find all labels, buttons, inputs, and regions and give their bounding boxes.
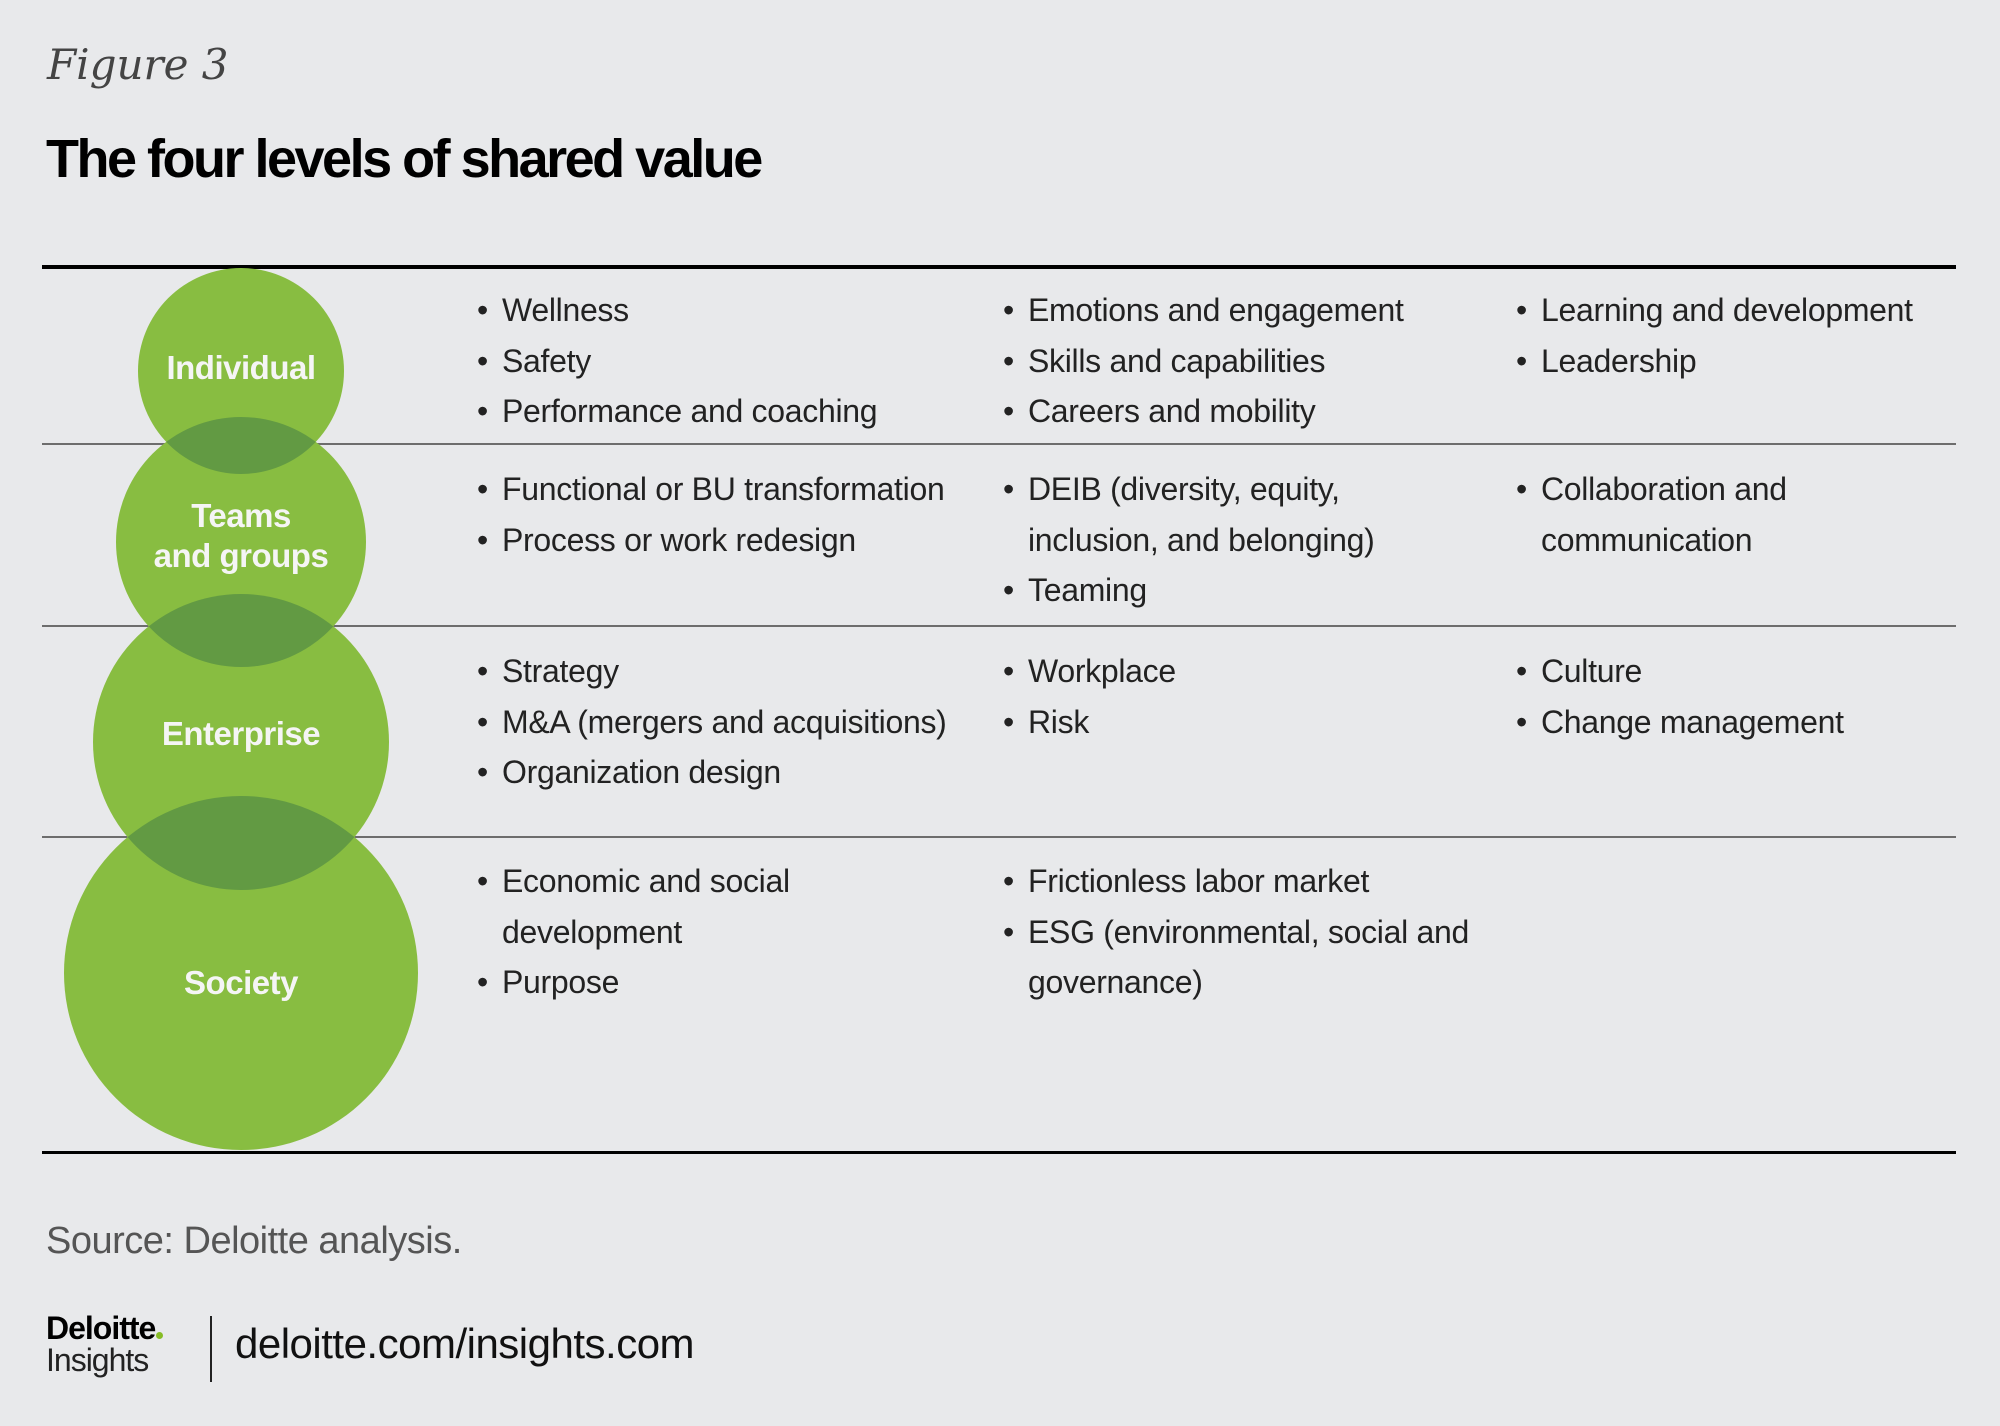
level-2-column-1: WorkplaceRisk (1003, 646, 1474, 748)
list-item: Skills and capabilities (1003, 336, 1474, 387)
footer-url[interactable]: deloitte.com/insights.com (235, 1320, 695, 1367)
level-1-column-2: Collaboration and communication (1516, 464, 1937, 565)
level-2-column-0: StrategyM&A (mergers and acquisitions)Or… (477, 646, 948, 798)
list-item: Functional or BU transformation (477, 464, 948, 515)
list-item: Purpose (477, 957, 948, 1008)
insights-logo-text: Insights (46, 1342, 149, 1378)
list-item: Workplace (1003, 646, 1474, 697)
list-item: Culture (1516, 646, 1937, 697)
list-item: Leadership (1516, 336, 1937, 387)
row-divider (42, 443, 1956, 445)
page-title: The four levels of shared value (46, 129, 763, 189)
row-divider (42, 625, 1956, 627)
circle-society (64, 796, 418, 1150)
level-3-column-1: Frictionless labor marketESG (environmen… (1003, 856, 1474, 1008)
level-0-column-1: Emotions and engagementSkills and capabi… (1003, 285, 1474, 437)
top-rule (42, 265, 1956, 269)
row-divider (42, 836, 1956, 838)
level-3-column-0: Economic and social developmentPurpose (477, 856, 948, 1008)
figure-label: Figure 3 (47, 40, 229, 89)
levels-circles (64, 268, 418, 1150)
level-1-column-1: DEIB (diversity, equity, inclusion, and … (1003, 464, 1474, 616)
level-2-column-2: CultureChange management (1516, 646, 1937, 748)
list-item: ESG (environmental, social and governanc… (1003, 907, 1474, 1008)
list-item: Emotions and engagement (1003, 285, 1474, 336)
list-item: Wellness (477, 285, 948, 336)
list-item: DEIB (diversity, equity, inclusion, and … (1003, 464, 1474, 565)
list-item: Teaming (1003, 565, 1474, 616)
list-item: Frictionless labor market (1003, 856, 1474, 907)
level-label-individual: Individual (166, 349, 316, 386)
list-item: M&A (mergers and acquisitions) (477, 697, 948, 748)
footer-divider (210, 1316, 212, 1382)
list-item: Process or work redesign (477, 515, 948, 566)
list-item: Risk (1003, 697, 1474, 748)
list-item: Strategy (477, 646, 948, 697)
list-item: Organization design (477, 747, 948, 798)
level-label-society: Society (184, 964, 298, 1001)
circle-teams (116, 417, 366, 667)
list-item: Economic and social development (477, 856, 948, 957)
logo-dot-icon (156, 1332, 164, 1339)
list-item: Performance and coaching (477, 386, 948, 437)
list-item: Change management (1516, 697, 1937, 748)
level-0-column-0: WellnessSafetyPerformance and coaching (477, 285, 948, 437)
list-item: Safety (477, 336, 948, 387)
circle-individual (138, 268, 344, 474)
level-0-column-2: Learning and developmentLeadership (1516, 285, 1937, 387)
list-item: Collaboration and communication (1516, 464, 1937, 565)
list-item: Careers and mobility (1003, 386, 1474, 437)
source-note: Source: Deloitte analysis. (46, 1220, 462, 1262)
deloitte-logo: Deloitte (46, 1310, 164, 1347)
level-label-enterprise: Enterprise (161, 715, 321, 752)
list-item: Learning and development (1516, 285, 1937, 336)
level-1-column-0: Functional or BU transformationProcess o… (477, 464, 948, 566)
bottom-rule (42, 1151, 1956, 1154)
